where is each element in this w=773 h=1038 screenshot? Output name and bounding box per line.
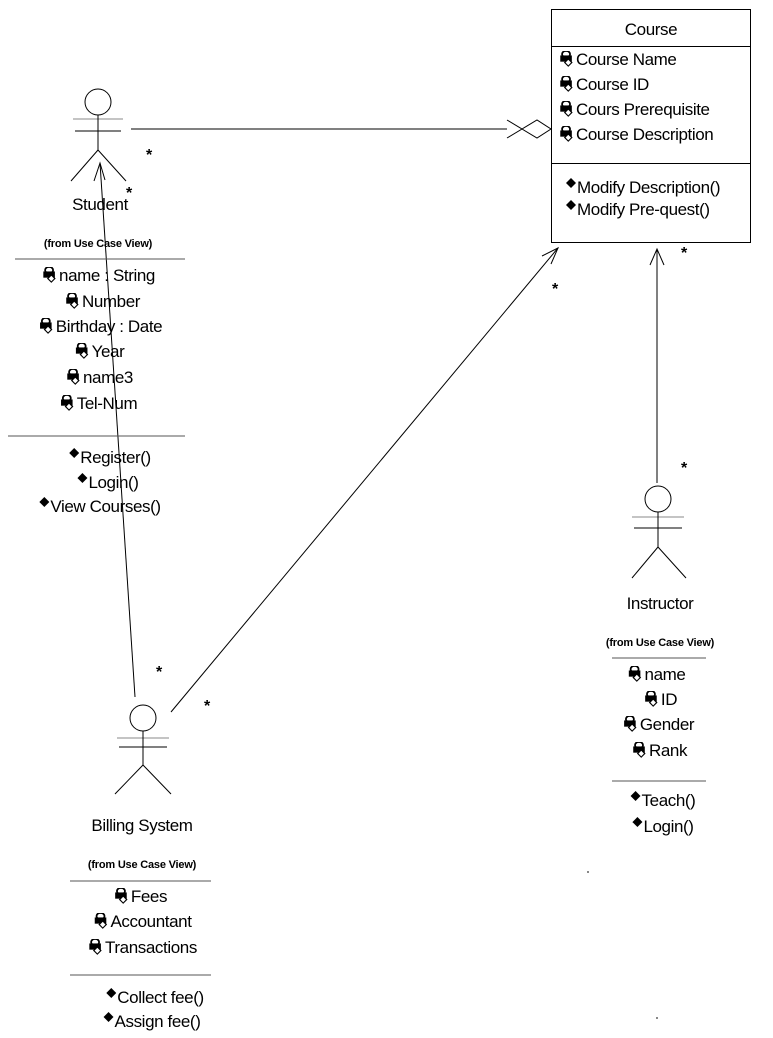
billing-system-actor-figure <box>114 704 172 795</box>
billing-operation: Collect fee() <box>106 988 204 1008</box>
billing-attribute: Fees <box>113 887 168 907</box>
student-operation: Login() <box>77 473 139 493</box>
multiplicity-student-course: * <box>146 147 153 164</box>
student-attribute: Birthday : Date <box>38 317 163 337</box>
lock-icon <box>644 691 658 707</box>
course-attributes: Course Name Course ID Cours Prerequisite… <box>558 50 714 150</box>
instructor-attribute: name <box>627 665 686 685</box>
instructor-stereotype: (from Use Case View) <box>605 637 715 649</box>
course-attr-separator <box>552 163 750 164</box>
course-class-title: Course <box>624 20 678 39</box>
course-attribute: Course ID <box>558 75 713 100</box>
diamond-icon <box>566 200 576 210</box>
student-attribute: Tel-Num <box>59 394 138 414</box>
diamond-icon <box>630 791 641 801</box>
lock-icon <box>93 913 108 929</box>
student-course-association <box>131 119 552 139</box>
instructor-attribute: Gender <box>622 715 695 735</box>
billing-system-actor-name[interactable]: Billing System <box>91 816 193 835</box>
course-attribute: Course Name <box>558 50 713 75</box>
lock-icon <box>623 716 637 732</box>
course-operation: Modify Description() <box>566 178 721 200</box>
course-attribute: Cours Prerequisite <box>558 100 713 125</box>
multiplicity-billing-course-near-course: * <box>552 281 559 298</box>
diamond-icon <box>77 473 88 483</box>
course-attribute: Course Description <box>558 125 714 150</box>
diamond-icon <box>103 1012 114 1022</box>
multiplicity-billing-course-near-billing: * <box>204 698 211 715</box>
instructor-operation: Login() <box>632 817 694 837</box>
instructor-actor-figure <box>631 485 687 579</box>
student-attribute: Year <box>74 342 125 362</box>
student-attribute: name3 <box>65 368 133 388</box>
billing-course-association <box>170 246 560 713</box>
student-attribute: Number <box>64 292 140 312</box>
student-operation: View Courses() <box>39 497 161 517</box>
course-class-box[interactable]: Course Course Name Course ID Cours Prere… <box>551 9 751 243</box>
lock-icon <box>559 51 573 67</box>
student-attribute: name : String <box>41 266 155 286</box>
lock-icon <box>627 666 642 682</box>
diamond-icon <box>69 448 80 458</box>
lock-icon <box>66 369 80 385</box>
artifact-dot <box>587 871 589 873</box>
billing-attribute: Accountant <box>92 912 192 932</box>
student-actor-name[interactable]: Student <box>72 195 128 214</box>
lock-icon <box>42 267 56 283</box>
course-operation: Modify Pre-quest() <box>566 200 720 222</box>
diamond-icon <box>632 817 643 827</box>
instructor-attribute: Rank <box>631 741 687 761</box>
course-operations: Modify Description() Modify Pre-quest() <box>566 178 721 222</box>
lock-icon <box>114 888 128 904</box>
lock-icon <box>75 343 89 359</box>
instructor-actor-name[interactable]: Instructor <box>626 594 694 613</box>
billing-operation: Assign fee() <box>103 1012 201 1032</box>
billing-student-association <box>93 161 136 698</box>
lock-icon <box>88 939 102 955</box>
diamond-icon <box>39 497 50 507</box>
lock-icon <box>559 126 573 142</box>
diamond-icon <box>566 178 576 188</box>
course-title-separator <box>552 46 750 47</box>
lock-icon <box>632 742 646 758</box>
multiplicity-billing-student: * <box>156 664 163 681</box>
student-stereotype: (from Use Case View) <box>43 238 153 250</box>
lock-icon <box>60 395 74 411</box>
lock-icon <box>559 76 573 92</box>
instructor-operation: Teach() <box>630 791 696 811</box>
lock-icon <box>559 101 573 117</box>
multiplicity-student-billing: * <box>126 185 133 202</box>
student-actor-figure <box>70 88 127 182</box>
multiplicity-instructor-course-near-course: * <box>681 245 688 262</box>
multiplicity-instructor-course-near-instructor: * <box>681 460 688 477</box>
lock-icon <box>39 318 53 334</box>
diamond-icon <box>106 988 117 998</box>
instructor-attribute: ID <box>643 690 678 710</box>
student-operation: Register() <box>69 448 151 468</box>
instructor-course-association <box>649 247 665 483</box>
billing-attribute: Transactions <box>87 938 197 958</box>
billing-system-stereotype: (from Use Case View) <box>87 859 197 871</box>
lock-icon <box>65 293 79 309</box>
artifact-dot <box>656 1017 658 1019</box>
